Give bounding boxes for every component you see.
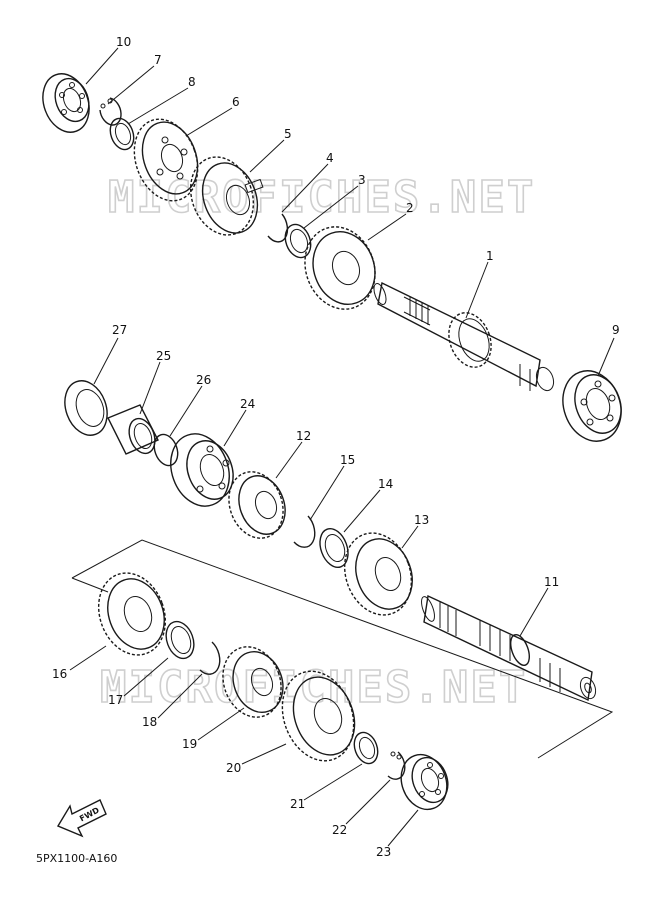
part-22-circlip — [387, 751, 406, 780]
label-part-6: 6 — [232, 95, 240, 109]
label-part-3: 3 — [358, 173, 366, 187]
part-3-washer — [284, 223, 312, 259]
part-17-washer — [165, 620, 195, 660]
label-part-16: 16 — [52, 667, 67, 681]
watermark-bottom: MICROFICHES.NET — [100, 662, 527, 713]
label-part-8: 8 — [188, 75, 196, 89]
part-14-washer — [319, 527, 349, 569]
label-part-15: 15 — [340, 453, 355, 467]
label-part-18: 18 — [142, 715, 157, 729]
label-part-21: 21 — [290, 797, 305, 811]
part-21-washer — [353, 731, 379, 765]
label-part-26: 26 — [196, 373, 211, 387]
part-6-gear — [133, 118, 199, 202]
label-part-27: 27 — [112, 323, 127, 337]
part-18-circlip — [199, 641, 221, 675]
part-13-gear — [343, 532, 413, 616]
part-9-bearing — [562, 370, 622, 442]
assembly-group-outline — [71, 539, 614, 759]
leader-lines — [69, 47, 615, 847]
part-11-drive-shaft — [421, 594, 597, 702]
part-8-washer — [109, 117, 135, 151]
label-part-10: 10 — [116, 35, 131, 49]
label-part-11: 11 — [544, 575, 559, 589]
label-part-9: 9 — [612, 323, 620, 337]
part-23-bearing — [400, 753, 449, 811]
label-part-19: 19 — [182, 737, 197, 751]
label-part-5: 5 — [284, 127, 292, 141]
part-20-gear — [281, 670, 356, 762]
part-10-bearing — [42, 73, 90, 133]
fwd-label: FWD — [78, 805, 101, 823]
forward-direction-arrow-icon: FWD — [56, 799, 107, 838]
part-19-gear — [222, 646, 284, 718]
label-part-4: 4 — [326, 151, 334, 165]
label-part-12: 12 — [296, 429, 311, 443]
label-part-20: 20 — [226, 761, 241, 775]
label-part-22: 22 — [332, 823, 347, 837]
label-part-17: 17 — [108, 693, 123, 707]
label-part-13: 13 — [414, 513, 429, 527]
part-25-collar — [107, 404, 159, 455]
part-16-gear — [97, 572, 167, 656]
label-part-1: 1 — [486, 249, 494, 263]
part-12-gear — [228, 471, 286, 539]
diagram-code: 5PX1100-A160 — [36, 852, 117, 865]
watermark-top: MICROFICHES.NET — [108, 172, 535, 223]
label-part-24: 24 — [240, 397, 255, 411]
label-part-14: 14 — [378, 477, 393, 491]
label-part-23: 23 — [376, 845, 391, 859]
part-5-gear — [189, 156, 264, 236]
label-part-25: 25 — [156, 349, 171, 363]
label-part-2: 2 — [406, 201, 414, 215]
part-15-circlip — [293, 515, 316, 548]
part-1-main-shaft — [373, 281, 555, 392]
part-24-bearing — [170, 433, 234, 507]
label-part-7: 7 — [154, 53, 162, 67]
part-27-oil-seal — [64, 380, 108, 436]
part-26-o-ring — [153, 433, 179, 467]
part-2-gear — [304, 226, 376, 310]
